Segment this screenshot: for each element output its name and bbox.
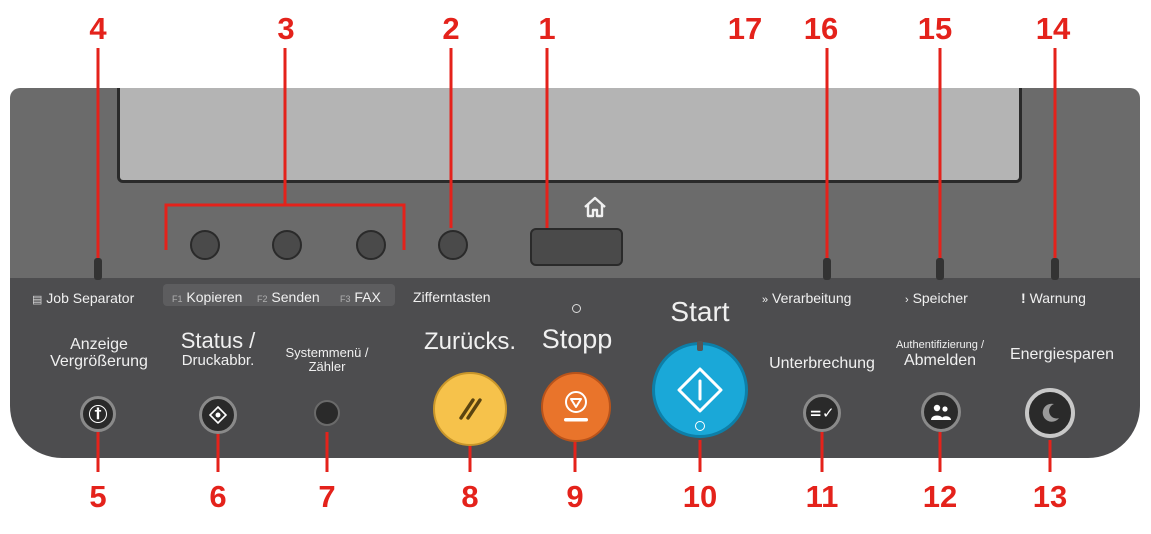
function-key-f3[interactable] <box>356 230 386 260</box>
job-separator-icon: ▤ <box>32 294 43 306</box>
memory-led <box>936 258 944 280</box>
callout-10: 10 <box>682 479 718 514</box>
moon-icon <box>1042 403 1059 422</box>
callout-15: 15 <box>917 11 953 46</box>
energy-saver-label: Energiesparen <box>1009 346 1115 363</box>
f2-label: F2 Senden <box>257 289 320 305</box>
interrupt-label: Unterbrechung <box>769 355 875 372</box>
reset-button[interactable] <box>433 372 507 446</box>
function-key-f1[interactable] <box>190 230 220 260</box>
attention-icon: ! <box>1021 290 1026 306</box>
diamond-start-icon <box>677 367 723 413</box>
numeric-keypad-label: Zifferntasten <box>413 289 491 305</box>
callout-1: 1 <box>538 11 556 46</box>
status-job-cancel-label: Status / Druckabbr. <box>180 328 256 370</box>
callout-6: 6 <box>209 479 227 514</box>
authentication-logout-button[interactable] <box>921 392 961 432</box>
processing-led <box>823 258 831 280</box>
stop-icon <box>564 391 588 422</box>
authentication-logout-label: Authentifizierung / Abmelden <box>895 339 985 369</box>
callout-17: 17 <box>727 11 763 46</box>
callout-16: 16 <box>803 11 839 46</box>
numeric-keypad-key[interactable] <box>438 230 468 260</box>
processing-label: » Verarbeitung <box>762 290 852 306</box>
callout-13: 13 <box>1032 479 1068 514</box>
attention-label: ! Warnung <box>1021 290 1086 306</box>
f1-label: F1 Kopieren <box>172 289 243 305</box>
callout-7: 7 <box>318 479 336 514</box>
callout-11: 11 <box>805 479 839 514</box>
display-magnification-label: Anzeige Vergrößerung <box>50 336 148 370</box>
status-indicator-dot <box>572 304 581 313</box>
stop-button[interactable] <box>541 372 611 442</box>
interrupt-icon: =✓ <box>809 403 835 422</box>
start-indicator-ring <box>695 421 705 431</box>
system-menu-counter-button[interactable] <box>314 400 340 426</box>
memory-label: › Speicher <box>905 290 968 306</box>
job-separator-led <box>94 258 102 280</box>
home-button[interactable] <box>530 228 623 266</box>
callout-14: 14 <box>1035 11 1071 46</box>
callout-5: 5 <box>89 479 107 514</box>
touch-panel-display[interactable] <box>117 88 1022 183</box>
job-separator-label: ▤ Job Separator <box>32 290 135 306</box>
system-menu-label: Systemmenü / Zähler <box>285 345 369 374</box>
reset-label: Zurücks. <box>423 328 516 355</box>
start-indicator-led <box>697 341 703 351</box>
interrupt-button[interactable]: =✓ <box>803 394 841 432</box>
callout-8: 8 <box>461 479 479 514</box>
stop-label: Stopp <box>541 324 613 354</box>
callout-2: 2 <box>442 11 460 46</box>
display-magnification-button[interactable]: † <box>80 396 116 432</box>
function-key-f2[interactable] <box>272 230 302 260</box>
processing-icon: » <box>762 294 769 306</box>
callout-12: 12 <box>922 479 958 514</box>
users-icon <box>931 404 951 420</box>
status-job-cancel-button[interactable] <box>199 396 237 434</box>
callout-3: 3 <box>277 11 295 46</box>
accessibility-icon: † <box>89 405 107 423</box>
start-label: Start <box>670 296 730 327</box>
double-slash-icon <box>459 398 482 420</box>
callout-4: 4 <box>89 11 107 46</box>
function-key-label-bar <box>163 284 395 306</box>
start-button[interactable] <box>652 342 748 438</box>
attention-led <box>1051 258 1059 280</box>
f3-label: F3 FAX <box>340 289 381 305</box>
status-diamond-icon <box>209 406 227 424</box>
memory-icon: › <box>905 294 909 306</box>
home-icon <box>583 196 607 222</box>
callout-9: 9 <box>566 479 584 514</box>
energy-saver-button[interactable] <box>1025 388 1075 438</box>
